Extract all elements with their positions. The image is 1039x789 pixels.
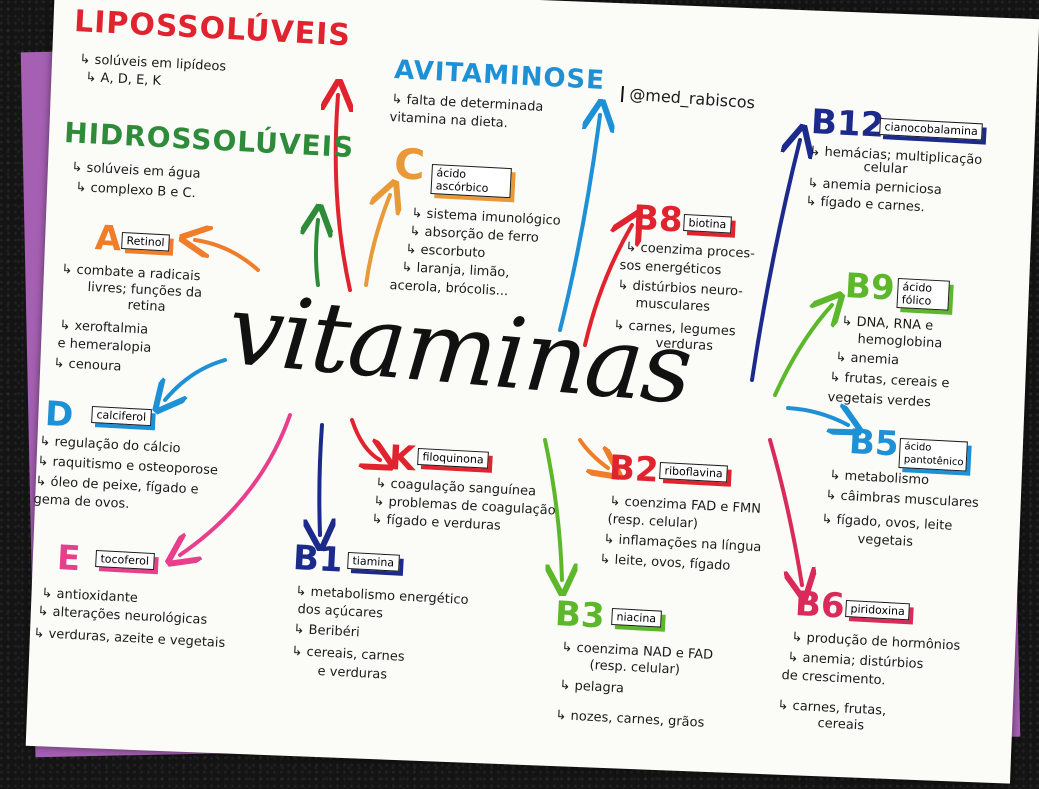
arrow-to-b5 bbox=[786, 408, 848, 425]
vitamin-d-tag: calciferol bbox=[91, 406, 152, 427]
vitamin-b1-line-3: Beribéri bbox=[293, 622, 360, 641]
vitamin-b1-letter: B1 bbox=[292, 538, 344, 581]
vitamin-a-letter: A bbox=[94, 218, 123, 260]
vitamin-e-letter: E bbox=[56, 538, 82, 580]
vitamin-b3-line-3: pelagra bbox=[559, 678, 624, 697]
vitamin-e-tag: tocoferol bbox=[95, 550, 155, 571]
vitamin-b8-line-6: verduras bbox=[655, 336, 714, 354]
vitamin-b9-letter: B9 bbox=[844, 266, 896, 309]
vitamin-b5-letter: B5 bbox=[848, 422, 900, 465]
arrow-to-b2 bbox=[578, 438, 608, 468]
arrow-to-b8 bbox=[583, 225, 632, 347]
vitamin-k-tag: filoquinona bbox=[417, 448, 490, 469]
arrow-to-a bbox=[195, 240, 260, 272]
vitamin-b3-tag: niacina bbox=[611, 608, 662, 628]
vitamin-b2-tag: riboflavina bbox=[659, 462, 729, 483]
arrow-to-avitaminose bbox=[558, 115, 600, 332]
arrow-to-b1 bbox=[319, 423, 322, 535]
arrow-to-c bbox=[364, 195, 390, 287]
arrow-to-e bbox=[180, 413, 292, 555]
vitamin-c-tag: ácido ascórbico bbox=[430, 164, 512, 199]
arrow-to-lipossoluveis bbox=[336, 95, 350, 292]
vitamin-b12-letter: B12 bbox=[810, 102, 886, 146]
vitamin-b8-tag: biotina bbox=[683, 214, 732, 234]
arrow-to-k bbox=[350, 418, 380, 460]
vitamin-b2-letter: B2 bbox=[608, 448, 660, 491]
arrow-to-b12 bbox=[750, 140, 800, 382]
arrow-to-b3 bbox=[543, 438, 562, 580]
vitamin-b3-letter: B3 bbox=[554, 594, 606, 637]
arrow-to-d bbox=[165, 358, 227, 400]
arrow-to-b9 bbox=[773, 305, 832, 397]
vitamin-b5-tag: ácido pantotênico bbox=[898, 438, 968, 472]
vitamin-d-letter: D bbox=[44, 394, 75, 436]
vitamin-b9-tag: ácido fólico bbox=[896, 278, 950, 311]
vitamin-b6-line-5: cereais bbox=[817, 716, 865, 734]
vitamin-b5-line-4: vegetais bbox=[857, 532, 914, 550]
vitamin-b6-tag: piridoxina bbox=[845, 600, 911, 621]
arrow-to-b6 bbox=[768, 438, 802, 585]
vitamin-k-letter: K bbox=[388, 438, 417, 480]
vitamin-b6-letter: B6 bbox=[794, 584, 846, 627]
vitamin-b12-line-2: celular bbox=[863, 160, 908, 178]
vitamin-b8-letter: B8 bbox=[632, 198, 684, 241]
vitamin-c-letter: C bbox=[392, 139, 427, 190]
vitamin-b9-line-3: anemia bbox=[835, 350, 899, 369]
vitamin-a-tag: Retinol bbox=[121, 232, 170, 252]
vitamin-b1-tag: tiamina bbox=[347, 552, 400, 572]
vitamin-a-line-3: retina bbox=[127, 298, 166, 315]
arrow-to-hidrossoluveis bbox=[316, 220, 318, 287]
